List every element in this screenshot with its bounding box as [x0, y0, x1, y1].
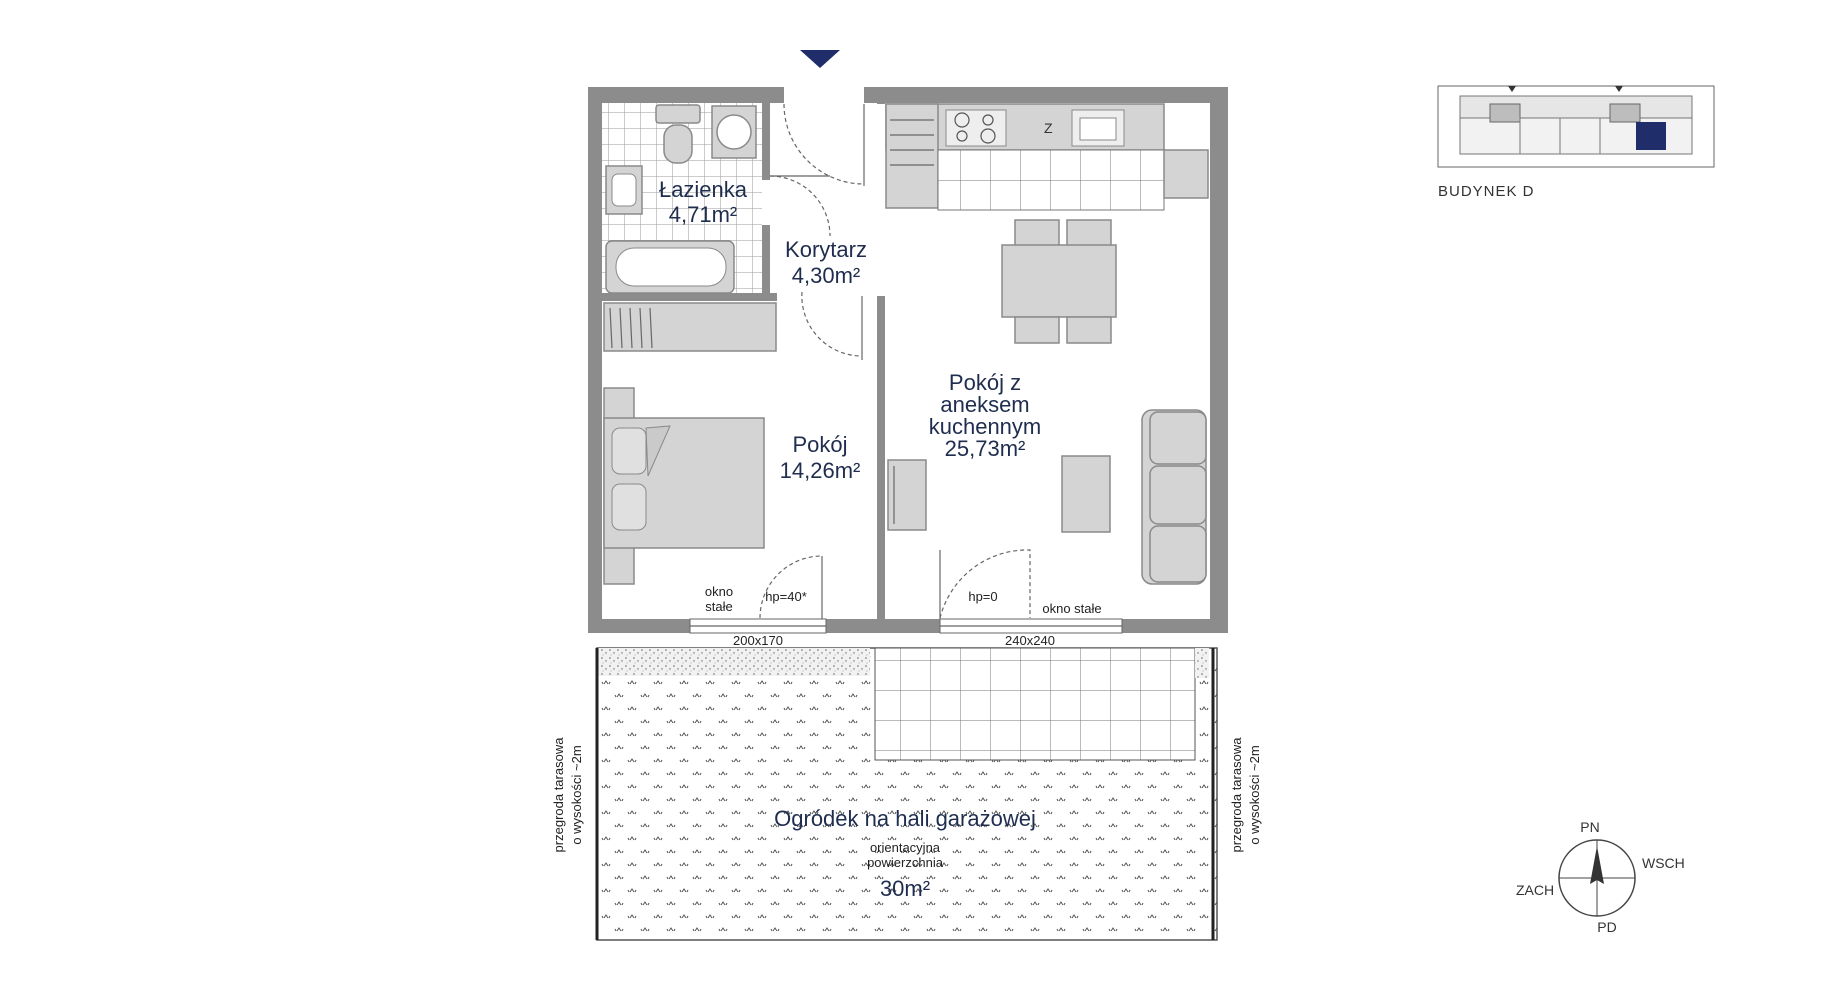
partition-note-right: przegroda tarasowa o wysokości ~2m: [1229, 737, 1262, 853]
partition-right-line1: przegroda tarasowa: [1229, 737, 1244, 853]
window-left-size: 200x170: [733, 633, 783, 648]
gravel-strip: [597, 648, 870, 676]
bathroom-area: 4,71m²: [669, 202, 737, 227]
window-left-hp: hp=40*: [765, 589, 807, 604]
living-line2: aneksem: [940, 392, 1029, 417]
key-plan: BUDYNEK D: [1437, 85, 1715, 200]
living-line1: Pokój z: [949, 370, 1021, 395]
apartment: Z: [588, 84, 1228, 634]
compass-north: PN: [1580, 819, 1599, 835]
partition-left-line2: o wysokości ~2m: [569, 745, 584, 844]
corridor-name: Korytarz: [785, 237, 867, 262]
living-line3: kuchennym: [929, 414, 1042, 439]
garden-title: Ogródek na hali garażowej: [774, 806, 1036, 831]
entrance-arrow-icon: [800, 50, 840, 68]
compass-west: ZACH: [1516, 882, 1554, 898]
living-area: 25,73m²: [945, 436, 1026, 461]
terrace-tiles: [874, 647, 1196, 761]
garden-note1: orientacyjna: [870, 840, 941, 855]
bathroom-name: Łazienka: [659, 177, 748, 202]
room-label-bedroom: Pokój 14,26m²: [780, 432, 861, 483]
window-left-note1: okno: [705, 584, 733, 599]
partition-left-line1: przegroda tarasowa: [551, 737, 566, 853]
svg-text:Z: Z: [1044, 120, 1053, 136]
key-plan-label: BUDYNEK D: [1438, 183, 1535, 200]
compass-east: WSCH: [1642, 855, 1685, 871]
room-label-corridor: Korytarz 4,30m²: [785, 237, 867, 288]
window-left-note2: stałe: [705, 599, 732, 614]
window-right-hp: hp=0: [968, 589, 997, 604]
bedroom-area: 14,26m²: [780, 458, 861, 483]
window-right-note: okno stałe: [1042, 601, 1101, 616]
compass-south: PD: [1597, 919, 1616, 935]
corridor-area: 4,30m²: [792, 263, 860, 288]
bedroom-name: Pokój: [792, 432, 847, 457]
garden-area-value: 30m²: [880, 876, 930, 901]
partition-right-line2: o wysokości ~2m: [1247, 745, 1262, 844]
compass-rose-icon: PN WSCH PD ZACH: [1516, 819, 1685, 935]
partition-note-left: przegroda tarasowa o wysokości ~2m: [551, 737, 584, 853]
key-plan-unit-highlight: [1636, 122, 1666, 150]
garden-area: [595, 647, 1218, 941]
room-label-living: Pokój z aneksem kuchennym 25,73m²: [929, 370, 1042, 461]
window-right-size: 240x240: [1005, 633, 1055, 648]
room-label-bathroom: Łazienka 4,71m²: [659, 177, 748, 227]
garden-note2: powierzchnia: [867, 855, 944, 870]
